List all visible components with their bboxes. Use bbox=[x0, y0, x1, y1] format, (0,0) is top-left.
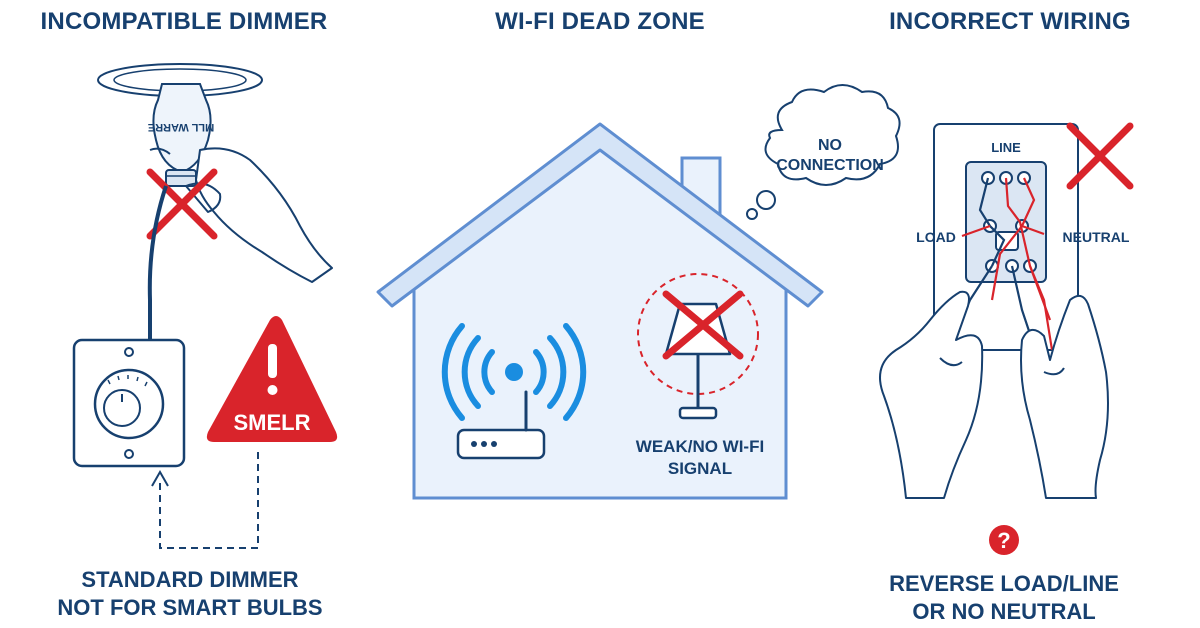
dashed-arrow-icon bbox=[159, 452, 259, 549]
warning-triangle-icon: SMELR bbox=[206, 316, 338, 442]
dimmer-switch bbox=[72, 338, 186, 468]
bubble-line2: CONNECTION bbox=[776, 157, 884, 174]
warning-label: SMELR bbox=[234, 410, 311, 435]
dimmer-caption-line1: STANDARD DIMMER bbox=[81, 567, 299, 592]
wifi-signal-icon bbox=[441, 323, 587, 421]
bubble-line1: NO bbox=[818, 137, 842, 154]
wiring-caption: REVERSE LOAD/LINE OR NO NEUTRAL bbox=[854, 570, 1154, 626]
smart-bulb-icon: MLL WARRE bbox=[148, 83, 214, 187]
thought-bubble-icon bbox=[746, 84, 901, 220]
lamp-label-line2: SIGNAL bbox=[668, 459, 732, 478]
neutral-label: NEUTRAL bbox=[1063, 229, 1130, 245]
incorrect-wiring-title: INCORRECT WIRING bbox=[889, 8, 1131, 35]
lamp-label-line1: WEAK/NO WI-FI bbox=[636, 437, 764, 456]
wifi-dead-zone-title: WI-FI DEAD ZONE bbox=[495, 8, 705, 35]
router-icon bbox=[456, 390, 546, 460]
hand-icon bbox=[149, 147, 333, 283]
power-cord bbox=[147, 185, 168, 372]
line-label: LINE bbox=[991, 140, 1021, 155]
house-icon bbox=[376, 122, 824, 500]
question-mark: ? bbox=[997, 528, 1010, 553]
bulb-label: MLL WARRE bbox=[148, 121, 214, 133]
wires bbox=[960, 177, 1054, 351]
wiring-caption-line1: REVERSE LOAD/LINE bbox=[889, 571, 1119, 596]
dimmer-caption-line2: NOT FOR SMART BULBS bbox=[57, 595, 323, 620]
hands-icon bbox=[879, 290, 1109, 499]
red-x-icon bbox=[146, 168, 218, 240]
arrow-head-icon bbox=[151, 469, 169, 487]
load-label: LOAD bbox=[916, 229, 956, 245]
incompatible-dimmer-title: INCOMPATIBLE DIMMER bbox=[40, 8, 328, 35]
red-x-icon bbox=[1066, 122, 1134, 190]
dimmer-caption: STANDARD DIMMER NOT FOR SMART BULBS bbox=[40, 566, 340, 622]
wiring-caption-line2: OR NO NEUTRAL bbox=[912, 599, 1096, 624]
red-x-icon bbox=[662, 290, 744, 360]
question-icon: ? bbox=[989, 525, 1019, 555]
